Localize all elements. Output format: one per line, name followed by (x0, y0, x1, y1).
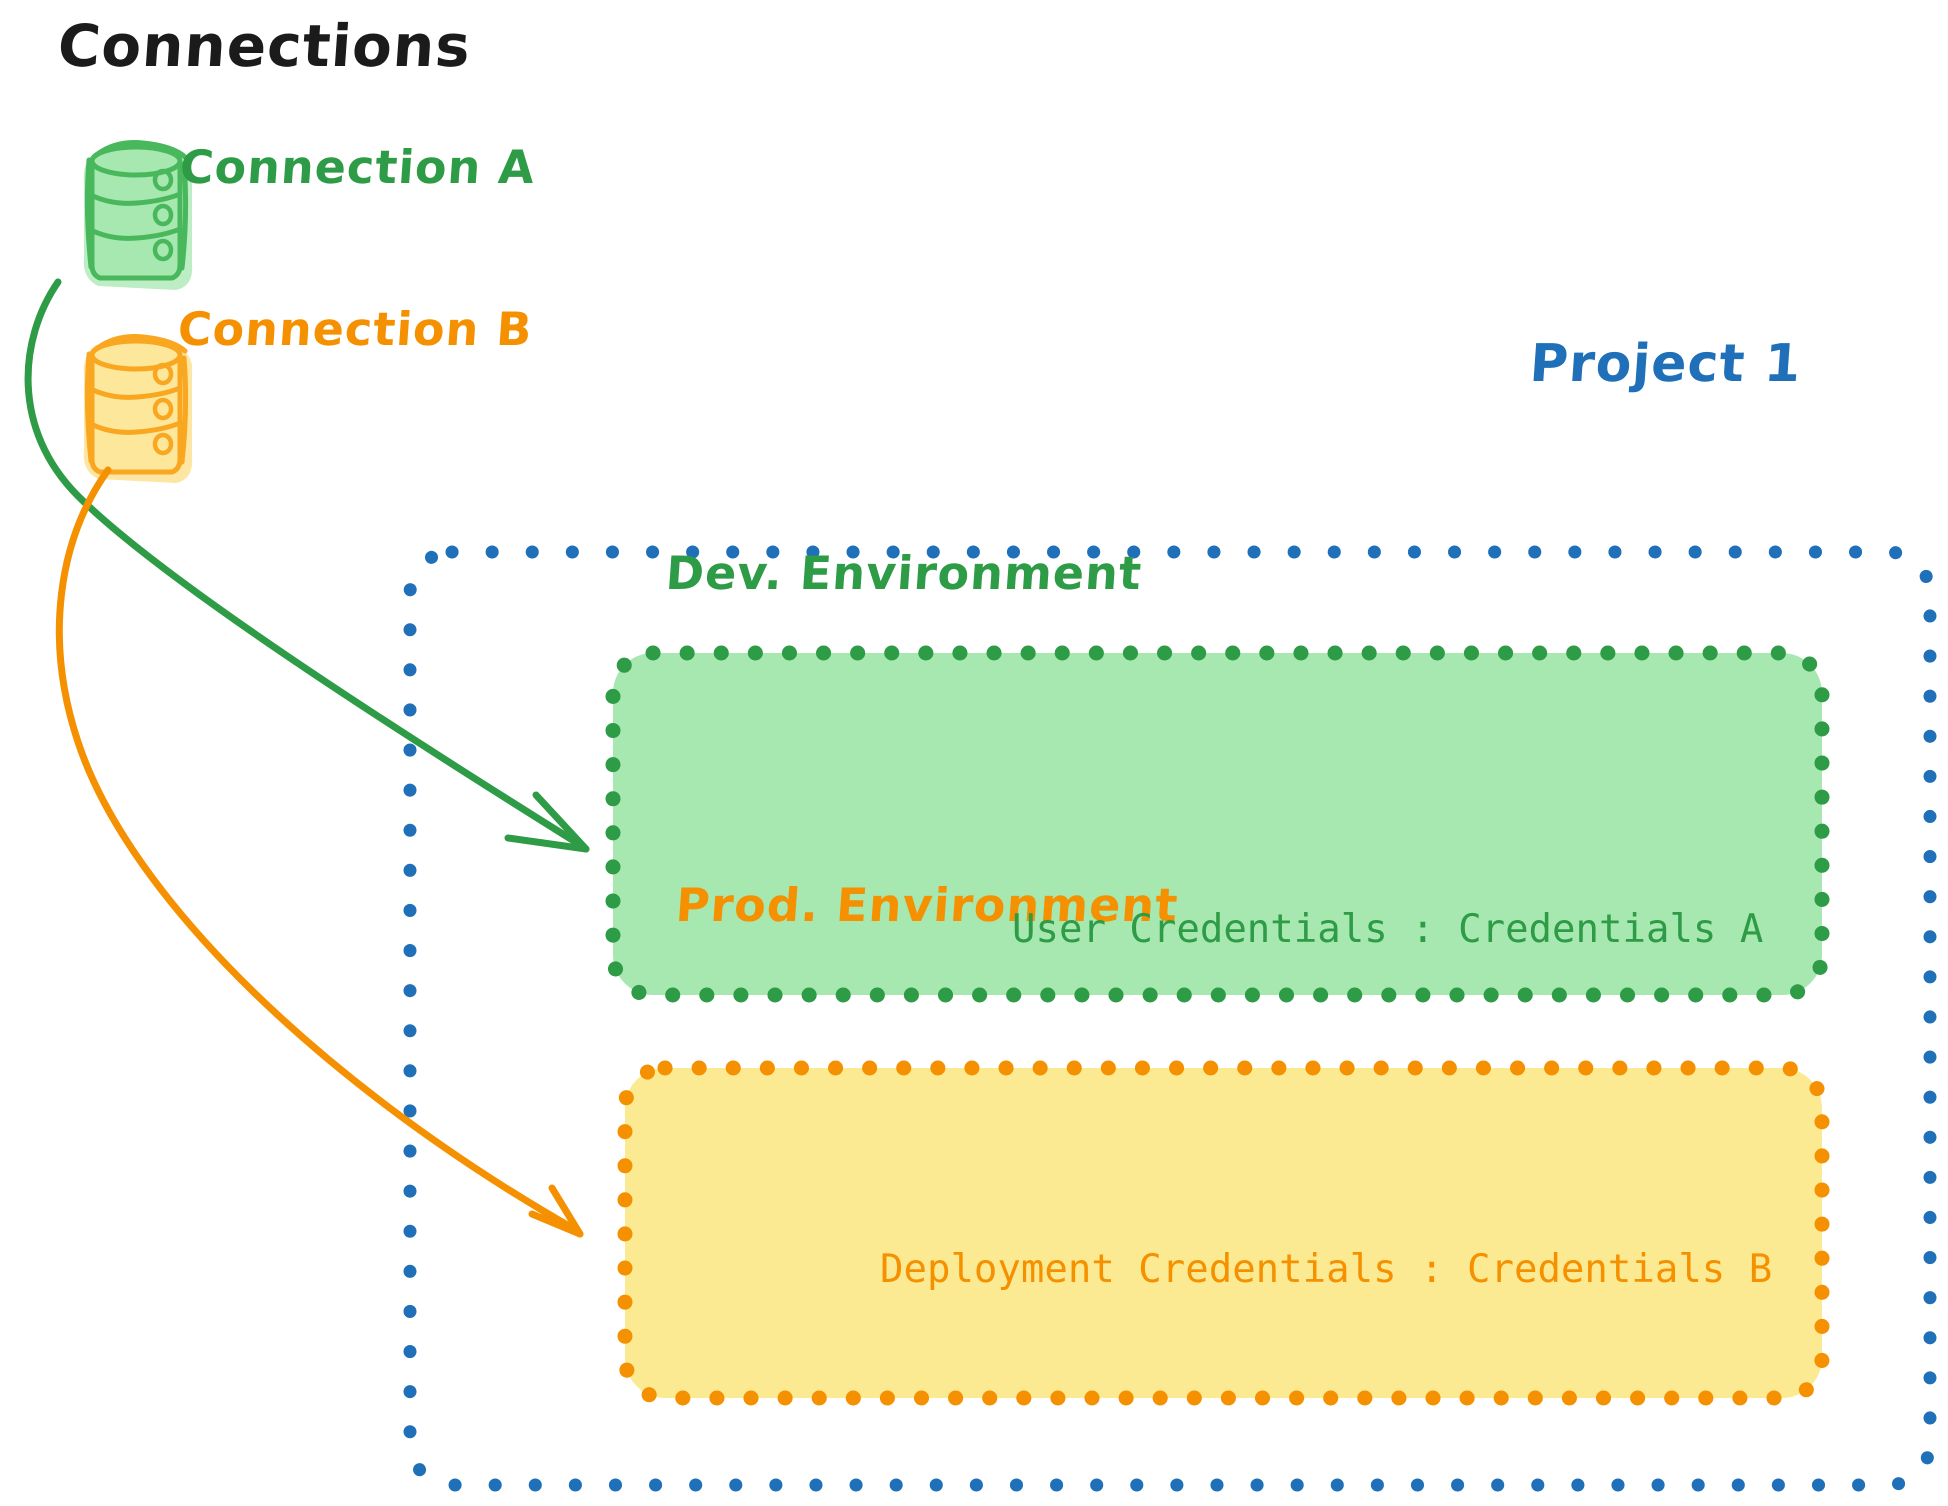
connection-a-label: Connection A (178, 140, 537, 194)
dev-credentials-line: User Credentials : Credentials A (1012, 907, 1764, 952)
prod-environment-box (617, 1060, 1830, 1406)
prod-credentials-line: Deployment Credentials : Credentials B (880, 1247, 1773, 1292)
dev-environment-container (613, 653, 1822, 995)
connection-a-database-icon (82, 138, 198, 268)
project-container-border (403, 545, 1937, 1492)
prod-environment-container (625, 1068, 1822, 1398)
arrow-connection-b-to-prod (55, 466, 584, 1238)
project-title: Project 1 (1527, 334, 1804, 394)
arrow-connection-a-to-dev (24, 278, 590, 853)
page-title: Connections (55, 12, 474, 80)
connection-b-database-icon (82, 348, 198, 478)
connection-b-label: Connection B (176, 302, 535, 356)
dev-environment-box (605, 645, 1830, 1003)
database-cylinder-icon-b (83, 334, 193, 483)
database-cylinder-icon-a (83, 140, 193, 290)
